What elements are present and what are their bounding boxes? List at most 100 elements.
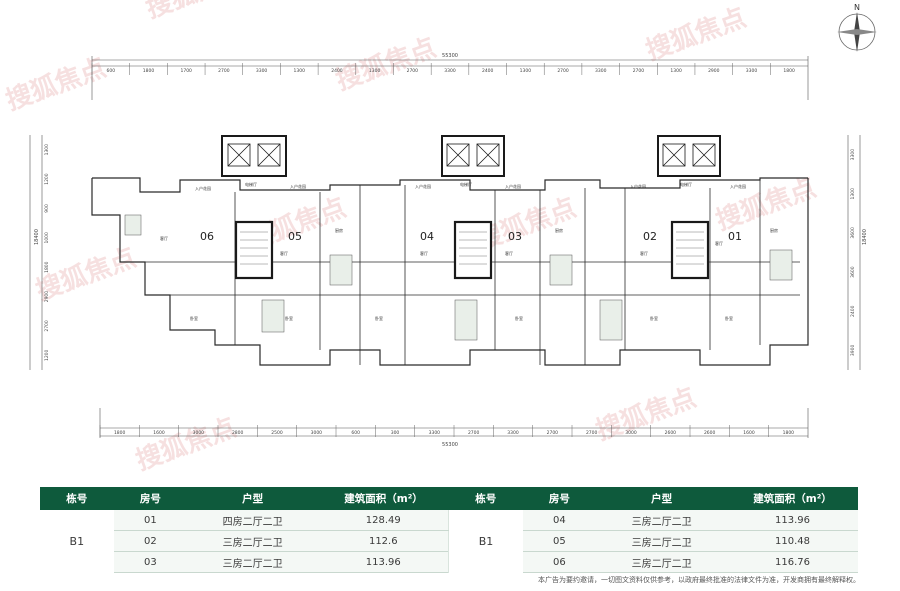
dimension-label: 2400 xyxy=(331,68,343,74)
watermark: 搜狐焦点 xyxy=(132,412,240,477)
dimension-label: 3300 xyxy=(746,68,758,74)
right-dimension-line xyxy=(847,135,861,370)
dimension-label: 2700 xyxy=(586,430,598,436)
building-cell: B1 xyxy=(40,510,114,573)
watermark: 搜狐焦点 xyxy=(642,2,750,67)
room-label: 卧室 xyxy=(515,315,523,321)
dimension-label: 3600 xyxy=(850,266,856,278)
type-cell: 三房二厅二卫 xyxy=(187,551,319,573)
area-cell: 113.96 xyxy=(727,510,858,531)
dimension-label: 3000 xyxy=(311,430,323,436)
elevator-cars xyxy=(227,143,716,167)
dimension-label: 2900 xyxy=(708,68,720,74)
room-label: 电梯厅 xyxy=(245,181,257,187)
area-cell: 112.6 xyxy=(318,530,449,552)
room-label: 入户花园 xyxy=(195,185,211,191)
dimension-label: 3300 xyxy=(444,68,456,74)
room-label: 入户花园 xyxy=(290,183,306,189)
building-walls xyxy=(91,177,809,366)
dimension-label: 1300 xyxy=(369,68,381,74)
dimension-label: 2400 xyxy=(850,305,856,317)
type-cell: 三房二厅二卫 xyxy=(596,530,728,552)
room-label: 卧室 xyxy=(650,315,658,321)
dimension-label: 600 xyxy=(107,68,116,74)
dimension-label: 2700 xyxy=(468,430,480,436)
unit-number-03: 03 xyxy=(508,230,522,243)
dimension-label: 300 xyxy=(391,430,400,436)
header-building: 栋号 xyxy=(448,487,523,510)
watermark: 搜狐焦点 xyxy=(332,32,440,97)
dimension-label: 2700 xyxy=(557,68,569,74)
room-label: 入户花园 xyxy=(730,183,746,189)
room-label: 厨房 xyxy=(555,227,563,233)
dimension-label: 3000 xyxy=(625,430,637,436)
dimension-label: 1700 xyxy=(180,68,192,74)
bathroom-fixtures xyxy=(124,214,793,341)
room-label: 客厅 xyxy=(715,240,723,246)
dimension-label: 3900 xyxy=(850,345,856,357)
building-cell: B1 xyxy=(448,510,523,573)
header-room: 房号 xyxy=(522,487,597,510)
left-dimension-line xyxy=(29,135,43,370)
room-cell: 01 xyxy=(113,510,188,531)
room-label: 入户花园 xyxy=(415,183,431,189)
dimension-label: 900 xyxy=(44,204,50,213)
header-type: 户型 xyxy=(596,487,728,510)
dimension-label: 2600 xyxy=(704,430,716,436)
watermark: 搜狐焦点 xyxy=(142,0,250,25)
room-label: 电梯厅 xyxy=(460,181,472,187)
watermark: 搜狐焦点 xyxy=(592,382,700,447)
unit-area-table-wrapper: 栋号 房号 户型 建筑面积（m²） 栋号 房号 户型 建筑面积（m²） B1 0… xyxy=(40,487,858,573)
type-cell: 三房二厅二卫 xyxy=(596,551,728,573)
table-row: B1 01 四房二厅二卫 128.49 B1 04 三房二厅二卫 113.96 xyxy=(40,510,858,573)
dimension-label: 2700 xyxy=(218,68,230,74)
floor-plan: 搜狐焦点 搜狐焦点 搜狐焦点 搜狐焦点 搜狐焦点 搜狐焦点 搜狐焦点 搜狐焦点 … xyxy=(2,0,868,477)
room-label: 卧室 xyxy=(725,315,733,321)
unit-area-table: 栋号 房号 户型 建筑面积（m²） 栋号 房号 户型 建筑面积（m²） B1 0… xyxy=(40,487,858,573)
room-label: 入户花园 xyxy=(630,183,646,189)
watermark: 搜狐焦点 xyxy=(712,172,820,237)
dimension-label: 1300 xyxy=(670,68,682,74)
dimension-label: 2900 xyxy=(44,291,50,303)
room-label: 客厅 xyxy=(160,235,168,241)
room-label: 卧室 xyxy=(375,315,383,321)
dimension-label: 2800 xyxy=(232,430,244,436)
unit-number-04: 04 xyxy=(420,230,434,243)
room-label: 客厅 xyxy=(505,250,513,256)
compass-north-label: N xyxy=(854,3,860,12)
dimension-label: 1600 xyxy=(743,430,755,436)
top-total-dimension: 55300 xyxy=(442,53,458,59)
dimension-label: 3000 xyxy=(193,430,205,436)
room-cell: 02 xyxy=(113,530,188,552)
dimension-label: 3600 xyxy=(850,227,856,239)
room-cell: 06 xyxy=(522,551,597,573)
dimension-label: 2700 xyxy=(407,68,419,74)
room-label: 客厅 xyxy=(280,250,288,256)
top-dimension-line xyxy=(91,56,809,100)
top-dimension-labels: 600 1800 1700 2700 3300 1300 2400 1300 2700 3300 2… xyxy=(91,63,795,75)
type-cell: 三房二厅二卫 xyxy=(187,530,319,552)
table-row: 03 三房二厅二卫 113.96 06 三房二厅二卫 116.76 xyxy=(40,551,858,573)
room-cell: 04 xyxy=(522,510,597,531)
dimension-label: 2700 xyxy=(633,68,645,74)
area-cell: 128.49 xyxy=(318,510,449,531)
dimension-label: 600 xyxy=(351,430,360,436)
stair-cores xyxy=(234,220,710,280)
room-label: 卧室 xyxy=(190,315,198,321)
dimension-label: 1800 xyxy=(783,430,795,436)
dimension-label: 3300 xyxy=(595,68,607,74)
dimension-label: 2600 xyxy=(665,430,677,436)
dimension-label: 2400 xyxy=(482,68,494,74)
elevator-shafts xyxy=(221,135,721,177)
compass-icon: N xyxy=(837,3,877,52)
header-type: 户型 xyxy=(187,487,319,510)
room-labels: 客厅 客厅 客厅 客厅 客厅 客厅 卧室 卧室 卧室 卧室 卧室 卧室 厨房 厨… xyxy=(160,181,778,321)
unit-number-02: 02 xyxy=(643,230,657,243)
dimension-label: 3300 xyxy=(429,430,441,436)
room-label: 客厅 xyxy=(640,250,648,256)
dimension-label: 1300 xyxy=(294,68,306,74)
dimension-label: 1300 xyxy=(520,68,532,74)
header-room: 房号 xyxy=(113,487,188,510)
dimension-label: 1800 xyxy=(143,68,155,74)
